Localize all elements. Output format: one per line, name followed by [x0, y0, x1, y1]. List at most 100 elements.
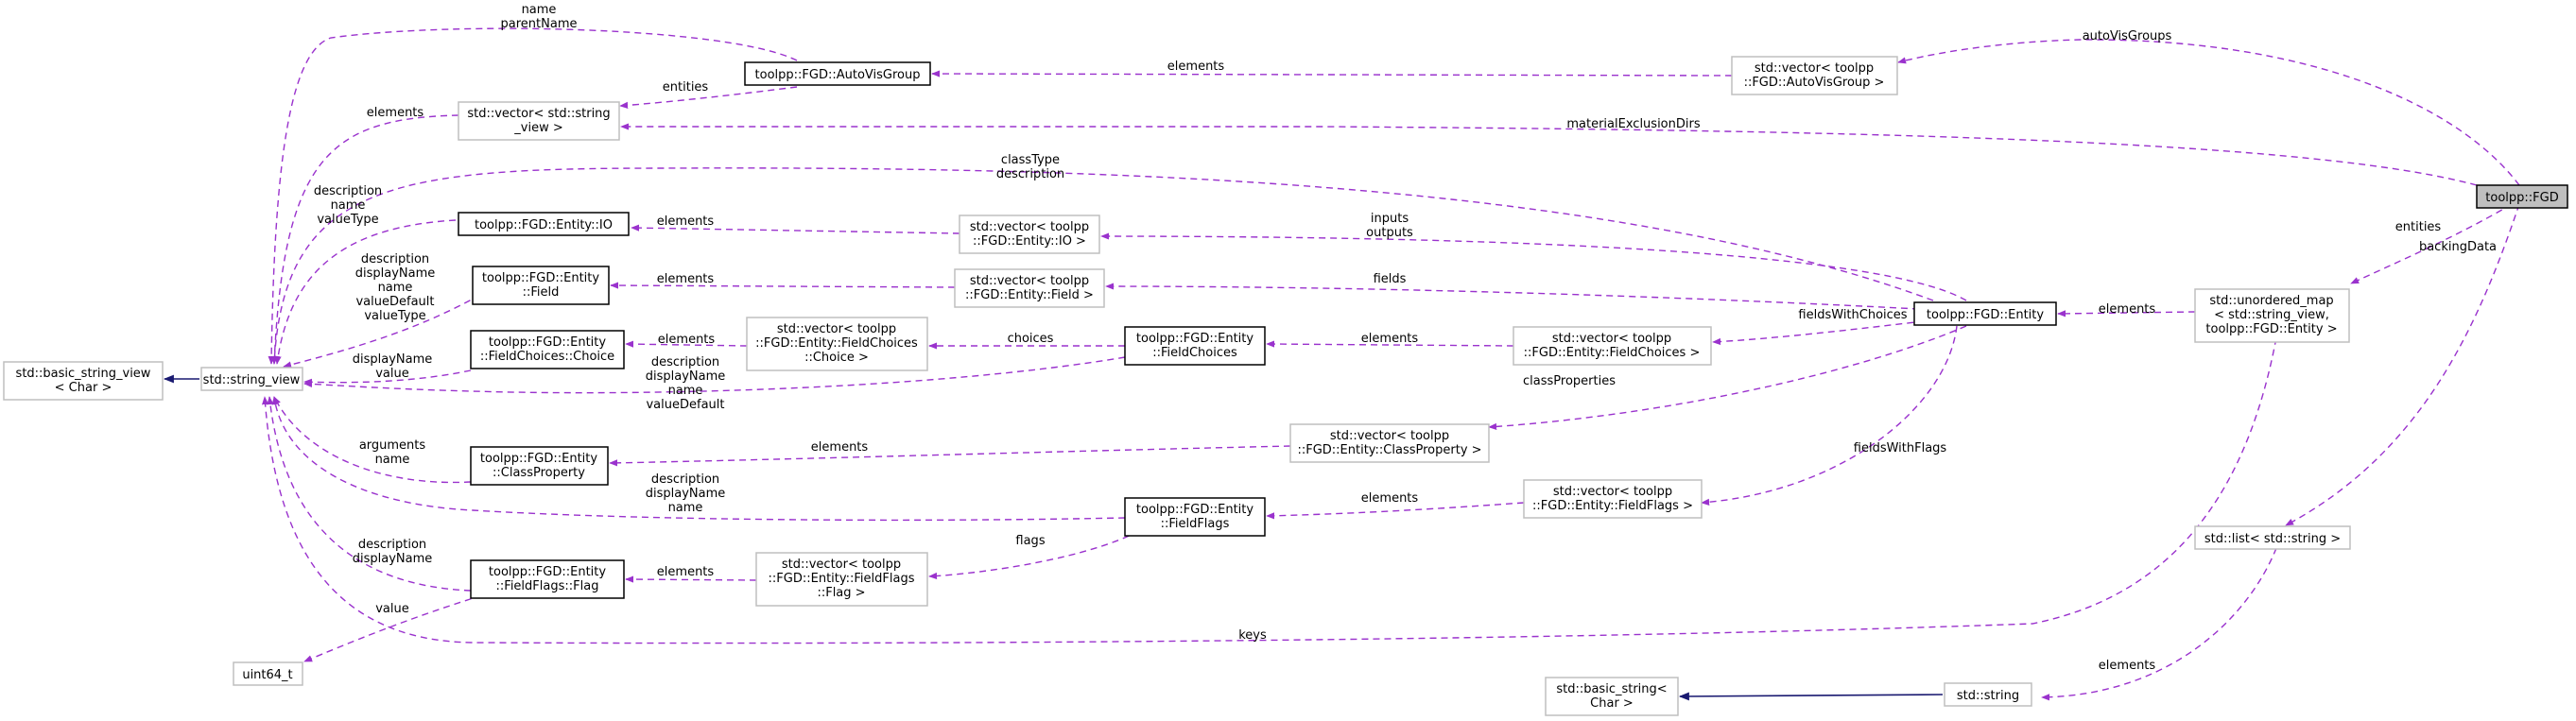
node-vector-fieldflags[interactable]: std::vector< toolpp::FGD::Entity::FieldF… [1523, 479, 1703, 519]
text-line: backingData [2419, 240, 2497, 254]
text-line: toolpp::FGD::Entity > [2205, 322, 2337, 336]
text-line: fieldsWithChoices [1798, 308, 1907, 322]
text-line: toolpp::FGD::Entity [1927, 308, 2044, 322]
edges [163, 27, 2520, 701]
text-line: displayName [353, 352, 433, 367]
text-line: toolpp::FGD::AutoVisGroup [755, 68, 921, 82]
node-vector-entity-io[interactable]: std::vector< toolpp::FGD::Entity::IO > [959, 215, 1100, 254]
text-line: classType [1001, 153, 1060, 167]
text-line: valueDefault [646, 398, 724, 412]
label-elements-choice: elements [658, 333, 716, 347]
node-vector-classproperty[interactable]: std::vector< toolpp::FGD::Entity::ClassP… [1289, 423, 1490, 463]
text-line: name [378, 281, 413, 295]
text-line: description [996, 167, 1064, 181]
node-string-view[interactable]: std::string_view [200, 367, 303, 391]
text-line: elements [811, 440, 869, 455]
edge-fieldflags-to-vec-flag [928, 530, 1140, 580]
edge-vec-field-to-entity-field [610, 282, 956, 289]
node-fieldflags-flag[interactable]: toolpp::FGD::Entity::FieldFlags::Flag [470, 559, 625, 599]
text-line: name [668, 501, 703, 515]
text-line: std::list< std::string > [2204, 532, 2341, 546]
node-vector-fieldchoices[interactable]: std::vector< toolpp::FGD::Entity::FieldC… [1513, 326, 1712, 366]
label-elements-flag: elements [657, 565, 715, 579]
node-fgd-entity-label: toolpp::FGD::Entity [1927, 308, 2044, 322]
edge-flag-to-uint64 [303, 594, 483, 662]
text-line: entities [2395, 220, 2442, 234]
text-line: name [375, 453, 410, 467]
text-line: ::FGD::Entity::ClassProperty > [1297, 443, 1481, 457]
node-vector-flag[interactable]: std::vector< toolpp::FGD::Entity::FieldF… [755, 552, 928, 607]
text-line: toolpp::FGD::Entity [482, 271, 599, 285]
node-vector-entity-field[interactable]: std::vector< toolpp::FGD::Entity::Field … [954, 268, 1105, 308]
node-uint64-label: uint64_t [242, 668, 292, 682]
node-unordered-map-label: std::unordered_map< std::string_view,too… [2205, 294, 2337, 336]
node-entity-field-label: toolpp::FGD::Entity::Field [482, 271, 599, 300]
text-line: elements [657, 215, 715, 229]
text-line: valueType [364, 309, 425, 323]
node-autovisgroup[interactable]: toolpp::FGD::AutoVisGroup [744, 61, 931, 86]
node-vector-autovisgroup[interactable]: std::vector< toolpp::FGD::AutoVisGroup > [1731, 56, 1898, 95]
node-basic-string[interactable]: std::basic_string<Char > [1545, 677, 1679, 716]
node-std-string[interactable]: std::string [1944, 682, 2032, 707]
node-vector-entity-io-label: std::vector< toolpp::FGD::Entity::IO > [970, 220, 1089, 249]
label-elements-autovis: elements [1167, 60, 1225, 74]
node-fieldflags[interactable]: toolpp::FGD::Entity::FieldFlags [1124, 497, 1266, 537]
nodes: toolpp::FGD toolpp::FGD::AutoVisGroup st… [3, 56, 2568, 716]
edge-std-string-to-basic-string [1678, 692, 1944, 701]
node-classproperty[interactable]: toolpp::FGD::Entity::ClassProperty [470, 446, 609, 486]
text-line: toolpp::FGD::Entity [1136, 503, 1253, 517]
text-line: elements [1361, 332, 1419, 346]
node-toolpp-fgd[interactable]: toolpp::FGD [2476, 184, 2568, 209]
text-line: name [522, 3, 557, 17]
text-line: std::vector< toolpp [1552, 332, 1671, 346]
node-vector-autovisgroup-label: std::vector< toolpp::FGD::AutoVisGroup > [1744, 61, 1885, 90]
node-fieldflags-label: toolpp::FGD::Entity::FieldFlags [1136, 503, 1253, 531]
text-line: displayName [355, 266, 436, 281]
node-vector-choice[interactable]: std::vector< toolpp::FGD::Entity::FieldC… [746, 317, 928, 371]
node-basic-string-view[interactable]: std::basic_string_view< Char > [3, 361, 164, 401]
text-line: value [375, 367, 409, 381]
node-entity-field[interactable]: toolpp::FGD::Entity::Field [472, 266, 610, 305]
node-fieldchoices-choice[interactable]: toolpp::FGD::Entity::FieldChoices::Choic… [470, 330, 625, 369]
text-line: displayName [646, 369, 726, 384]
text-line: ::Choice > [804, 351, 869, 365]
text-line: name [668, 384, 703, 398]
node-vector-classproperty-label: std::vector< toolpp::FGD::Entity::ClassP… [1297, 429, 1481, 457]
edge-vec-flag-to-flag [625, 575, 757, 583]
text-line: ::FieldFlags::Flag [496, 579, 599, 593]
edge-list-string-to-std-string [2041, 547, 2277, 701]
text-line: < Char > [55, 381, 112, 395]
node-uint64[interactable]: uint64_t [233, 661, 303, 686]
text-line: std::unordered_map [2209, 294, 2333, 308]
edge-vec-classprop-to-classprop [609, 445, 1291, 467]
edge-fgd-to-umap [2350, 203, 2513, 284]
node-fieldflags-flag-label: toolpp::FGD::Entity::FieldFlags::Flag [489, 565, 606, 593]
edge-vec-sv-to-autovisgroup [619, 86, 798, 109]
edge-entity-to-string-view [270, 167, 1934, 365]
node-classproperty-label: toolpp::FGD::Entity::ClassProperty [480, 452, 597, 480]
label-autovisgroups: autoVisGroups [2083, 29, 2172, 43]
label-keys: keys [1238, 628, 1267, 643]
text-line: materialExclusionDirs [1566, 117, 1700, 131]
label-choices: choices [1008, 332, 1054, 346]
edge-classprop-to-string-view [273, 396, 472, 484]
node-entity-io[interactable]: toolpp::FGD::Entity::IO [458, 212, 630, 236]
node-basic-string-label: std::basic_string<Char > [1556, 682, 1667, 711]
text-line: outputs [1366, 226, 1413, 240]
text-line: ::Field [523, 285, 560, 300]
edge-vec-fieldchoices-to-fieldchoices [1266, 340, 1514, 348]
label-elements-string: elements [2099, 659, 2156, 673]
node-vector-fieldchoices-label: std::vector< toolpp::FGD::Entity::FieldC… [1524, 332, 1701, 360]
node-list-string[interactable]: std::list< std::string > [2194, 525, 2351, 550]
text-line: std::vector< toolpp [782, 558, 901, 572]
text-line: std::string_view [203, 373, 301, 387]
text-line: description [361, 252, 429, 266]
node-basic-string-view-label: std::basic_string_view< Char > [16, 367, 151, 395]
node-fgd-entity[interactable]: toolpp::FGD::Entity [1913, 301, 2057, 326]
node-unordered-map[interactable]: std::unordered_map< std::string_view,too… [2194, 288, 2350, 343]
node-vector-string-view[interactable]: std::vector< std::string_view > [458, 101, 620, 141]
node-fieldchoices[interactable]: toolpp::FGD::Entity::FieldChoices [1124, 326, 1266, 366]
